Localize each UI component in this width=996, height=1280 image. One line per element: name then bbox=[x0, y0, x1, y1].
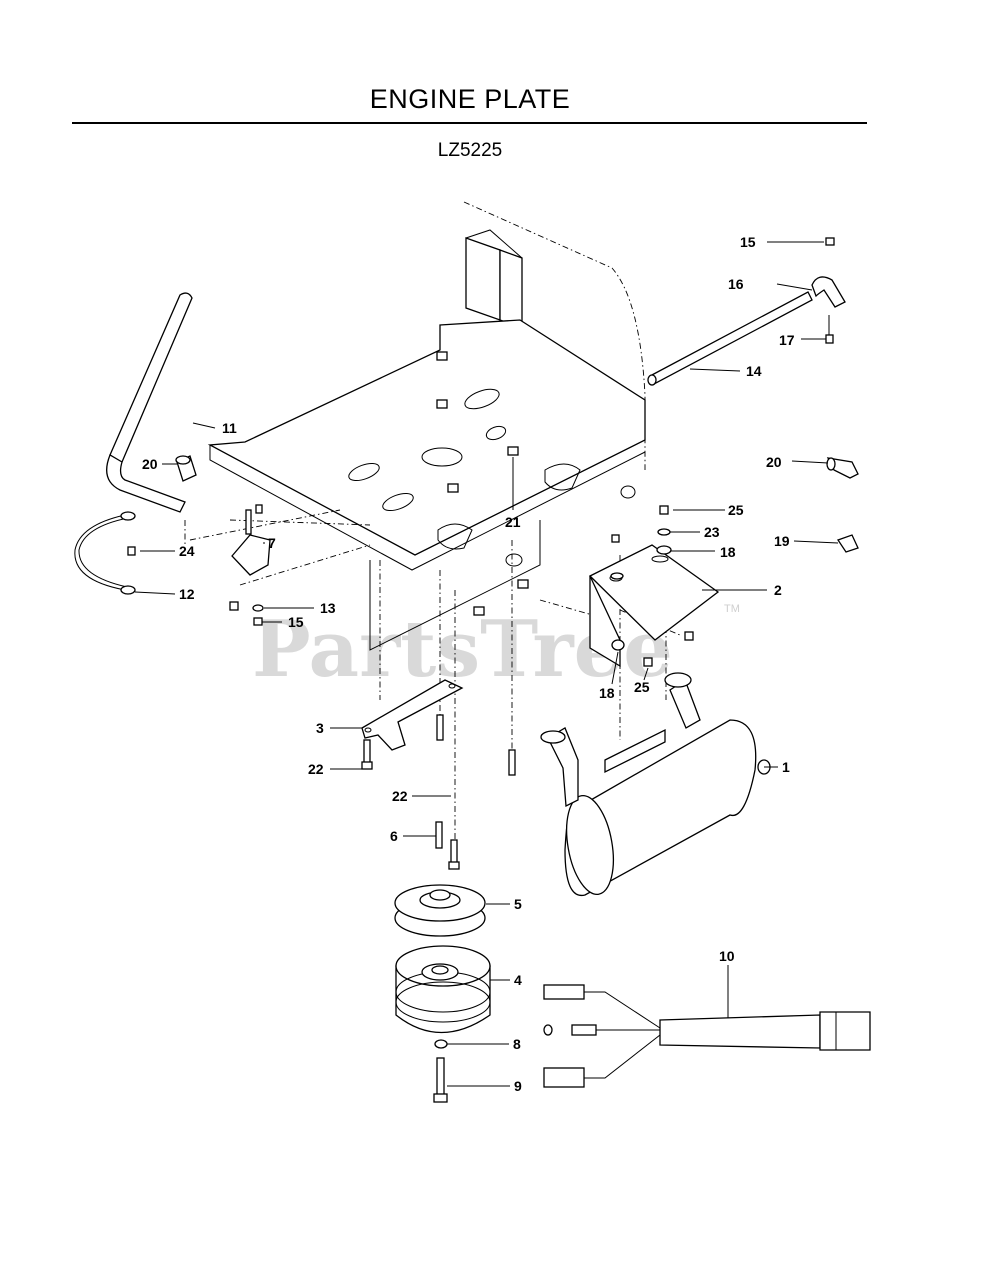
part-18-washer-bottom bbox=[611, 639, 625, 651]
part-25-bolt-top bbox=[611, 505, 669, 543]
part-15-nut-top bbox=[825, 237, 835, 246]
part-7-solenoid bbox=[231, 504, 271, 576]
callout-21: 21 bbox=[505, 514, 521, 530]
part-9-bolt bbox=[433, 1057, 448, 1103]
page-title: ENGINE PLATE bbox=[369, 84, 571, 114]
callout-5: 5 bbox=[514, 896, 522, 912]
callout-24: 24 bbox=[179, 543, 195, 559]
part-19-clip bbox=[836, 534, 859, 553]
callout-18-bottom: 18 bbox=[599, 685, 615, 701]
callout-15-top: 15 bbox=[740, 234, 756, 250]
part-22-bolt-left bbox=[361, 739, 373, 770]
part-20-left-fitting bbox=[175, 455, 197, 482]
callout-labels: 15 16 17 14 11 20 20 21 25 23 18 19 7 24… bbox=[142, 234, 795, 1094]
part-10-wire-harness bbox=[543, 984, 871, 1088]
callout-6: 6 bbox=[390, 828, 398, 844]
part-4-clutch bbox=[395, 945, 491, 1034]
callout-22-left: 22 bbox=[308, 761, 324, 777]
part-24-bolt bbox=[127, 546, 136, 556]
title-rule bbox=[72, 122, 867, 124]
part-11-loop-tube bbox=[106, 292, 193, 513]
callout-2: 2 bbox=[774, 582, 782, 598]
callout-1: 1 bbox=[782, 759, 790, 775]
callout-10: 10 bbox=[719, 948, 735, 964]
bolt-bracket bbox=[436, 714, 516, 776]
part-6-key bbox=[435, 821, 443, 849]
callout-16: 16 bbox=[728, 276, 744, 292]
part-8-washer bbox=[434, 1039, 448, 1049]
callout-22-right: 22 bbox=[392, 788, 408, 804]
callout-17: 17 bbox=[779, 332, 795, 348]
callout-19: 19 bbox=[774, 533, 790, 549]
callout-3: 3 bbox=[316, 720, 324, 736]
part-13-washer bbox=[252, 604, 264, 612]
callout-20-right: 20 bbox=[766, 454, 782, 470]
part-3-bracket bbox=[361, 679, 464, 751]
callout-4: 4 bbox=[514, 972, 522, 988]
part-17-screw bbox=[825, 315, 834, 344]
callout-25-top: 25 bbox=[728, 502, 744, 518]
model-number: LZ5225 bbox=[437, 140, 503, 161]
callout-20-left: 20 bbox=[142, 456, 158, 472]
callout-9: 9 bbox=[514, 1078, 522, 1094]
part-20-right-fitting bbox=[826, 457, 859, 479]
part-18-washer-top bbox=[610, 545, 672, 580]
part-5-pulley bbox=[394, 884, 486, 937]
callout-23: 23 bbox=[704, 524, 720, 540]
callout-13: 13 bbox=[320, 600, 336, 616]
callout-14: 14 bbox=[746, 363, 762, 379]
engine-plate bbox=[184, 201, 681, 840]
callout-15-left: 15 bbox=[288, 614, 304, 630]
part-22-bolt-right bbox=[448, 839, 460, 870]
part-14-rod bbox=[647, 291, 813, 386]
watermark-trademark: TM bbox=[724, 603, 740, 615]
callout-18-top: 18 bbox=[720, 544, 736, 560]
part-23-lockwasher bbox=[657, 528, 671, 536]
callout-25-bottom: 25 bbox=[634, 679, 650, 695]
part-16-clamp bbox=[811, 276, 846, 308]
callout-11: 11 bbox=[222, 420, 237, 436]
part-1-muffler bbox=[540, 672, 771, 897]
callout-7: 7 bbox=[268, 535, 276, 551]
part-25-bolt-bottom bbox=[643, 631, 694, 667]
callout-12: 12 bbox=[179, 586, 195, 602]
leader-lines bbox=[134, 241, 839, 1087]
callout-8: 8 bbox=[513, 1036, 521, 1052]
part-12-cable bbox=[74, 511, 136, 595]
